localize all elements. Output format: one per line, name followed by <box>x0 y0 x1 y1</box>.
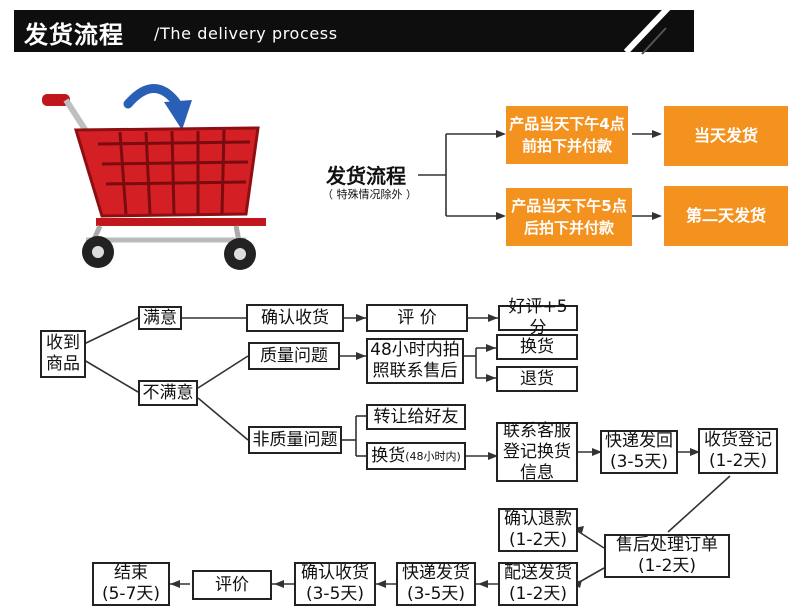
unsatisfied-box: 不满意 <box>138 380 198 406</box>
non-quality-issue-box: 非质量问题 <box>248 426 342 454</box>
confirm-refund-box: 确认退款 (1-2天) <box>498 508 578 552</box>
orange-box-before-4pm: 产品当天下午4点 前拍下并付款 <box>506 106 628 164</box>
contact-service-box: 联系客服 登记换货 信息 <box>496 421 578 483</box>
confirm-receipt-box: 确认收货 <box>246 304 344 332</box>
exchange-48h-main: 换货 <box>371 445 406 466</box>
header-slash-decoration <box>623 6 671 55</box>
transfer-friend-box: 转让给好友 <box>366 404 466 430</box>
flow-title: 发货流程 <box>326 164 406 188</box>
after-sales-box: 售后处理订单 (1-2天) <box>604 534 730 578</box>
confirm-receipt2-box: 确认收货 (3-5天) <box>294 562 376 606</box>
orange-box-after-5pm: 产品当天下午5点 后拍下并付款 <box>506 188 632 246</box>
flow-note: （ 特殊情况除外 ） <box>322 188 417 201</box>
review2-box: 评价 <box>192 570 272 600</box>
review-box: 评 价 <box>366 304 468 332</box>
quality-issue-box: 质量问题 <box>248 342 340 370</box>
satisfied-box: 满意 <box>138 306 182 330</box>
orange-box-same-day: 当天发货 <box>664 106 788 166</box>
delivery-ship-box: 配送发货 (1-2天) <box>498 562 578 606</box>
express-return-box: 快递发回 (3-5天) <box>600 430 678 474</box>
header-subtitle: /The delivery process <box>154 24 338 43</box>
receipt-register-box: 收货登记 (1-2天) <box>698 428 778 474</box>
positive-review-box: 好评+5分 <box>498 297 578 338</box>
received-box: 收到 商品 <box>40 330 86 378</box>
express-ship-box: 快递发货 (3-5天) <box>396 562 476 606</box>
header-title: 发货流程 <box>24 21 124 49</box>
shopping-cart-icon <box>42 84 266 270</box>
exchange-48h-note: (48小时内) <box>405 449 461 463</box>
end-box: 结束 (5-7天) <box>92 562 170 606</box>
orange-box-next-day: 第二天发货 <box>664 186 788 246</box>
exchange-48h-box: 换货(48小时内) <box>366 442 466 470</box>
return-box: 退货 <box>496 366 578 392</box>
header-bar <box>14 10 694 52</box>
exchange-box: 换货 <box>496 334 578 360</box>
photo-48h-box: 48小时内拍 照联系售后 <box>366 338 464 384</box>
